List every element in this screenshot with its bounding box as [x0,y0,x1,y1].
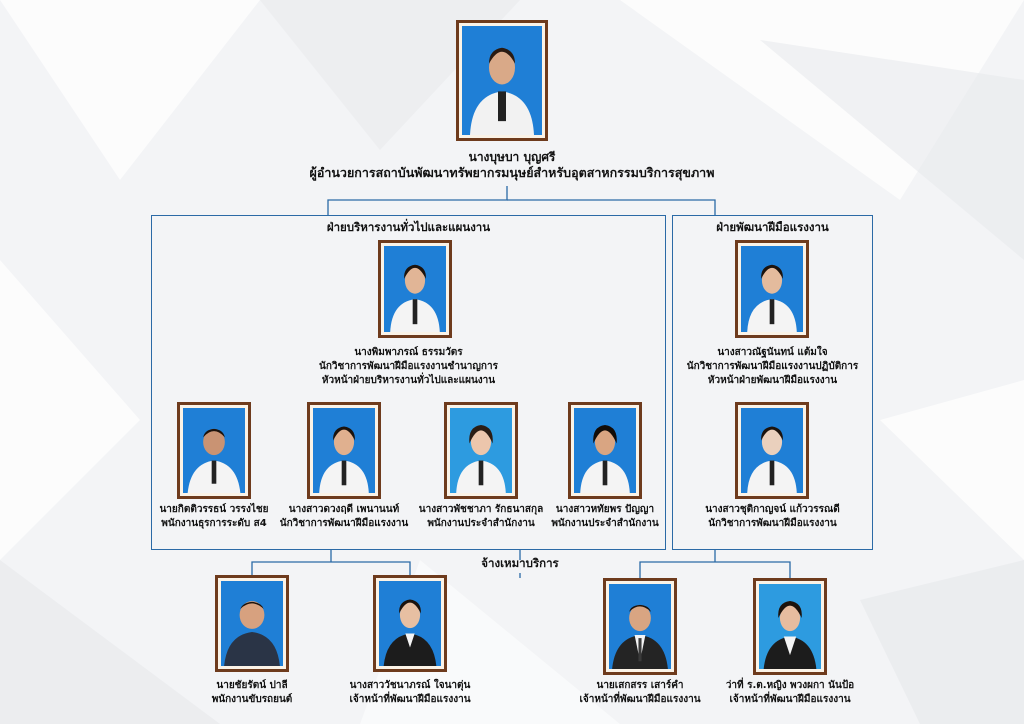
admin-staff-position-2: นักวิชาการพัฒนาฝีมือแรงงาน [279,518,409,529]
admin-staff-position-4: พนักงานประจำสำนักงาน [551,518,659,529]
contract-staff-position-4: เจ้าหน้าที่พัฒนาฝีมือแรงงาน [729,694,851,705]
contract-staff-position-2: เจ้าหน้าที่พัฒนาฝีมือแรงงาน [349,694,471,705]
contract-staff-photo-3 [603,578,677,675]
skill-head-photo [735,240,809,338]
director-name: นางบุษบา บุญศรี [468,150,556,164]
admin-staff-photo-4 [568,402,642,499]
contract-staff-photo-4 [753,578,827,675]
contract-staff-position-1: พนักงานขับรถยนต์ [211,694,293,705]
contract-staff-name-4: ว่าที่ ร.ต.หญิง พวงผกา นันป้อ [725,680,855,691]
admin-staff-name-2: นางสาวดวงฤดี เพนานนท์ [288,504,400,515]
skill-head-name: นางสาวณัฐนันทน์ แต้มใจ [717,347,828,358]
admin-staff-position-3: พนักงานประจำสำนักงาน [427,518,535,529]
admin-staff-position-1: พนักงานธุรการระดับ ส4 [161,518,267,529]
contract-staff-photo-2 [373,575,447,672]
admin-department-box [151,215,666,550]
skill-department-box [672,215,873,550]
admin-staff-name-4: นางสาวหทัยพร ปัญญา [555,504,655,515]
admin-head-position1: นักวิชาการพัฒนาฝีมือแรงงานชำนาญการ [319,361,498,372]
admin-head-position2: หัวหน้าฝ่ายบริหารงานทั่วไปและแผนงาน [321,375,496,386]
contract-title: จ้างเหมาบริการ [481,556,559,570]
admin-department-title: ฝ่ายบริหารงานทั่วไปและแผนงาน [326,220,491,234]
admin-staff-name-1: นายกิตติวรรธน์ วรรงไชย [159,504,269,515]
admin-head-name: นางพิมพาภรณ์ ธรรมวัตร [354,347,463,358]
contract-staff-position-3: เจ้าหน้าที่พัฒนาฝีมือแรงงาน [579,694,701,705]
skill-head-position1: นักวิชาการพัฒนาฝีมือแรงงานปฏิบัติการ [686,361,859,372]
contract-staff-name-1: นายชัยรัตน์ ปาลี [216,680,288,691]
contract-staff-name-2: นางสาววัชนาภรณ์ ใจนาตุ่น [349,680,471,691]
admin-head-photo [378,240,452,338]
contract-staff-photo-1 [215,575,289,672]
skill-staff-photo-1 [735,402,809,499]
director-position: ผู้อำนวยการสถาบันพัฒนาทรัพยากรมนุษย์สำหร… [309,165,715,180]
contract-staff-name-3: นายเสกสรร เสาร์คำ [596,680,684,691]
admin-staff-name-3: นางสาวพัชชาภา รักธนาสกุล [418,504,544,515]
skill-department-title: ฝ่ายพัฒนาฝีมือแรงงาน [716,220,829,234]
admin-staff-photo-3 [444,402,518,499]
skill-head-position2: หัวหน้าฝ่ายพัฒนาฝีมือแรงงาน [707,375,838,386]
admin-staff-photo-2 [307,402,381,499]
skill-staff-position-1: นักวิชาการพัฒนาฝีมือแรงงาน [708,518,837,529]
skill-staff-name-1: นางสาวชุติกาญจน์ แก้ววรรณดี [705,504,840,515]
director-photo [456,20,548,141]
admin-staff-photo-1 [177,402,251,499]
